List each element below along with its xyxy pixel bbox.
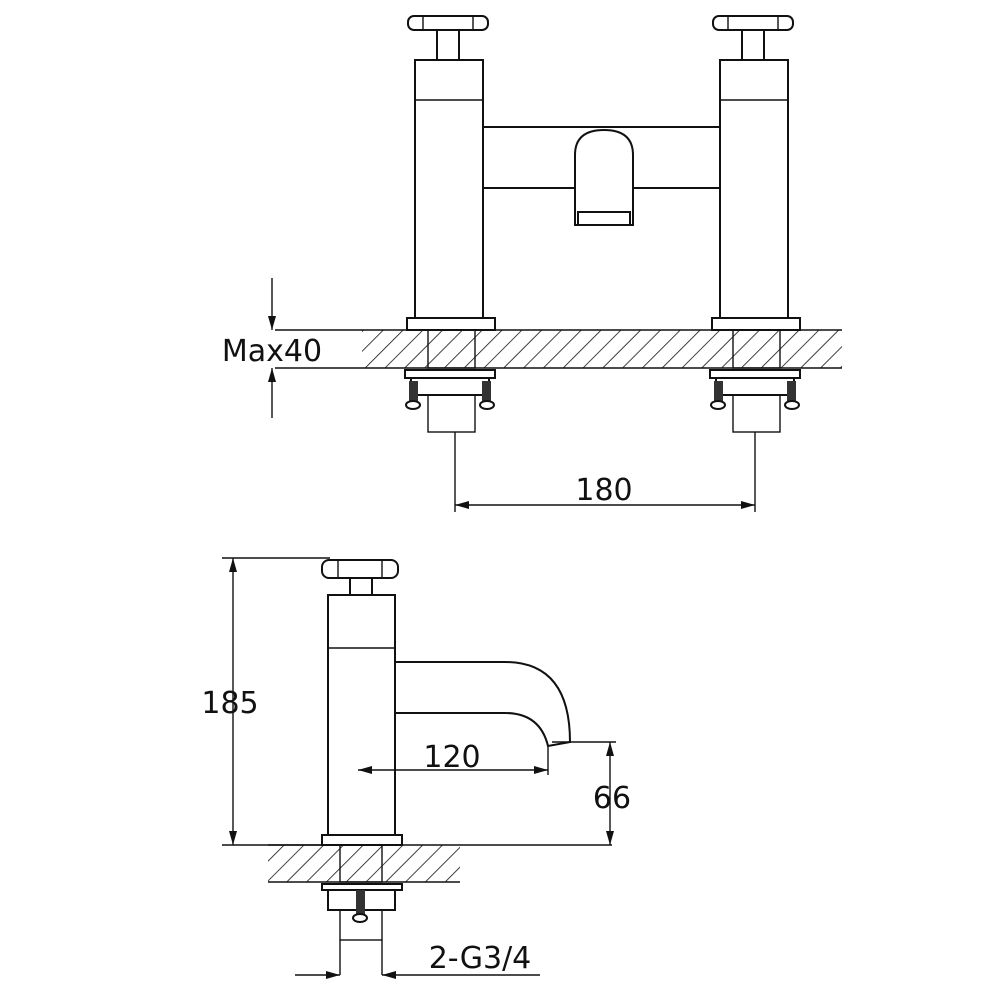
connection-dimension: 2-G3/4 [295, 941, 540, 979]
height-label: 185 [201, 686, 258, 721]
right-pillar [709, 15, 801, 433]
countertop-section [362, 330, 842, 368]
spout [574, 128, 634, 226]
cross-handle [712, 15, 794, 31]
left-pillar [404, 15, 496, 433]
connection-label: 2-G3/4 [429, 941, 532, 976]
reach-label: 120 [423, 740, 480, 775]
side-spout [394, 661, 572, 748]
front-view: Max40 180 [222, 15, 842, 512]
spout-height-label: 66 [593, 781, 631, 816]
side-view: 185 120 66 2-G3/4 [201, 557, 631, 979]
centres-dimension: 180 [454, 432, 756, 512]
cross-handle [407, 15, 489, 31]
max-thickness-dimension: Max40 [222, 278, 322, 418]
spout-height-dimension: 66 [552, 741, 631, 845]
countertop-section [268, 845, 460, 882]
centres-label: 180 [575, 473, 632, 508]
max-thickness-label: Max40 [222, 334, 322, 369]
cross-handle [321, 559, 399, 579]
reach-dimension: 120 [358, 740, 549, 775]
side-body [327, 594, 396, 836]
height-dimension: 185 [201, 557, 330, 846]
